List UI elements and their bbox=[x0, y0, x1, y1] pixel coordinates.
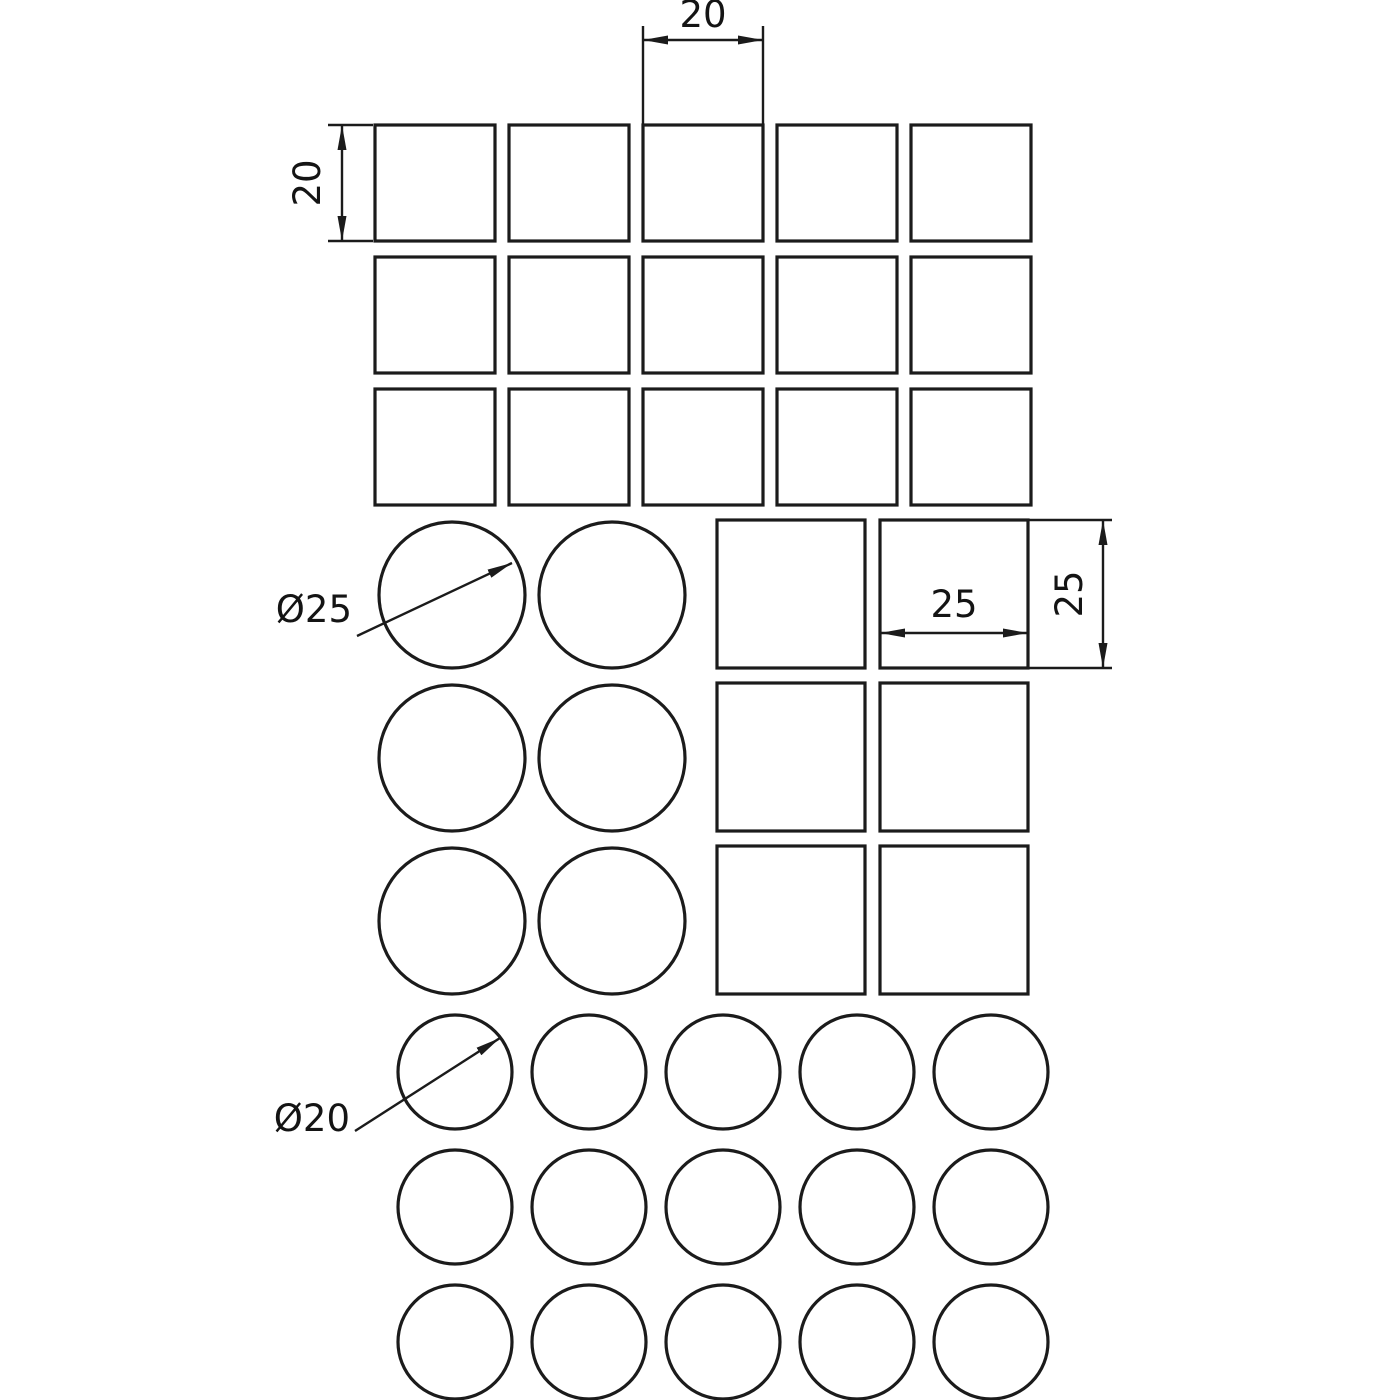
dim-label-square25-height: 25 bbox=[1048, 570, 1091, 617]
circle-20 bbox=[664, 1013, 782, 1131]
square-25 bbox=[878, 518, 1030, 670]
circle-20 bbox=[396, 1283, 514, 1400]
square-20 bbox=[373, 387, 497, 507]
circles-20-grid bbox=[396, 1013, 1050, 1400]
circle-25 bbox=[377, 846, 527, 996]
leader-arrow bbox=[356, 561, 513, 638]
square-20 bbox=[507, 255, 631, 375]
circle-25 bbox=[377, 520, 527, 670]
circle-20 bbox=[932, 1283, 1050, 1400]
square-25 bbox=[878, 681, 1030, 833]
square-20 bbox=[373, 255, 497, 375]
square-25 bbox=[715, 518, 867, 670]
dim-label-square25-width: 25 bbox=[930, 583, 977, 626]
square-20 bbox=[641, 387, 765, 507]
circle-20 bbox=[664, 1283, 782, 1400]
square-20 bbox=[775, 255, 899, 375]
circle-20 bbox=[932, 1013, 1050, 1131]
circle-20 bbox=[396, 1013, 514, 1131]
square-25 bbox=[715, 844, 867, 996]
dim-label-circle25-diameter: Ø25 bbox=[276, 588, 352, 631]
squares-25-grid bbox=[715, 518, 1030, 996]
circle-20 bbox=[798, 1283, 916, 1400]
circle-25 bbox=[377, 683, 527, 833]
square-20 bbox=[775, 123, 899, 243]
circle-20 bbox=[932, 1148, 1050, 1266]
square-20 bbox=[775, 387, 899, 507]
leader-arrow bbox=[354, 1036, 501, 1133]
circle-20 bbox=[798, 1148, 916, 1266]
square-20 bbox=[507, 387, 631, 507]
square-25 bbox=[715, 681, 867, 833]
square-20 bbox=[909, 123, 1033, 243]
dimension-lines bbox=[328, 26, 1112, 1133]
circle-25 bbox=[537, 846, 687, 996]
circle-20 bbox=[530, 1283, 648, 1400]
dim-label-square20-height: 20 bbox=[286, 159, 329, 206]
circle-20 bbox=[798, 1013, 916, 1131]
square-20 bbox=[909, 387, 1033, 507]
circle-25 bbox=[537, 520, 687, 670]
circles-25-grid bbox=[377, 520, 687, 996]
dim-label-square20-width: 20 bbox=[679, 0, 726, 36]
square-20 bbox=[641, 123, 765, 243]
dim-label-circle20-diameter: Ø20 bbox=[274, 1097, 350, 1140]
circle-25 bbox=[537, 683, 687, 833]
circle-20 bbox=[396, 1148, 514, 1266]
square-20 bbox=[641, 255, 765, 375]
square-20 bbox=[909, 255, 1033, 375]
squares-20-grid bbox=[373, 123, 1033, 507]
square-20 bbox=[507, 123, 631, 243]
circle-20 bbox=[530, 1013, 648, 1131]
circle-20 bbox=[530, 1148, 648, 1266]
square-25 bbox=[878, 844, 1030, 996]
circle-20 bbox=[664, 1148, 782, 1266]
square-20 bbox=[373, 123, 497, 243]
